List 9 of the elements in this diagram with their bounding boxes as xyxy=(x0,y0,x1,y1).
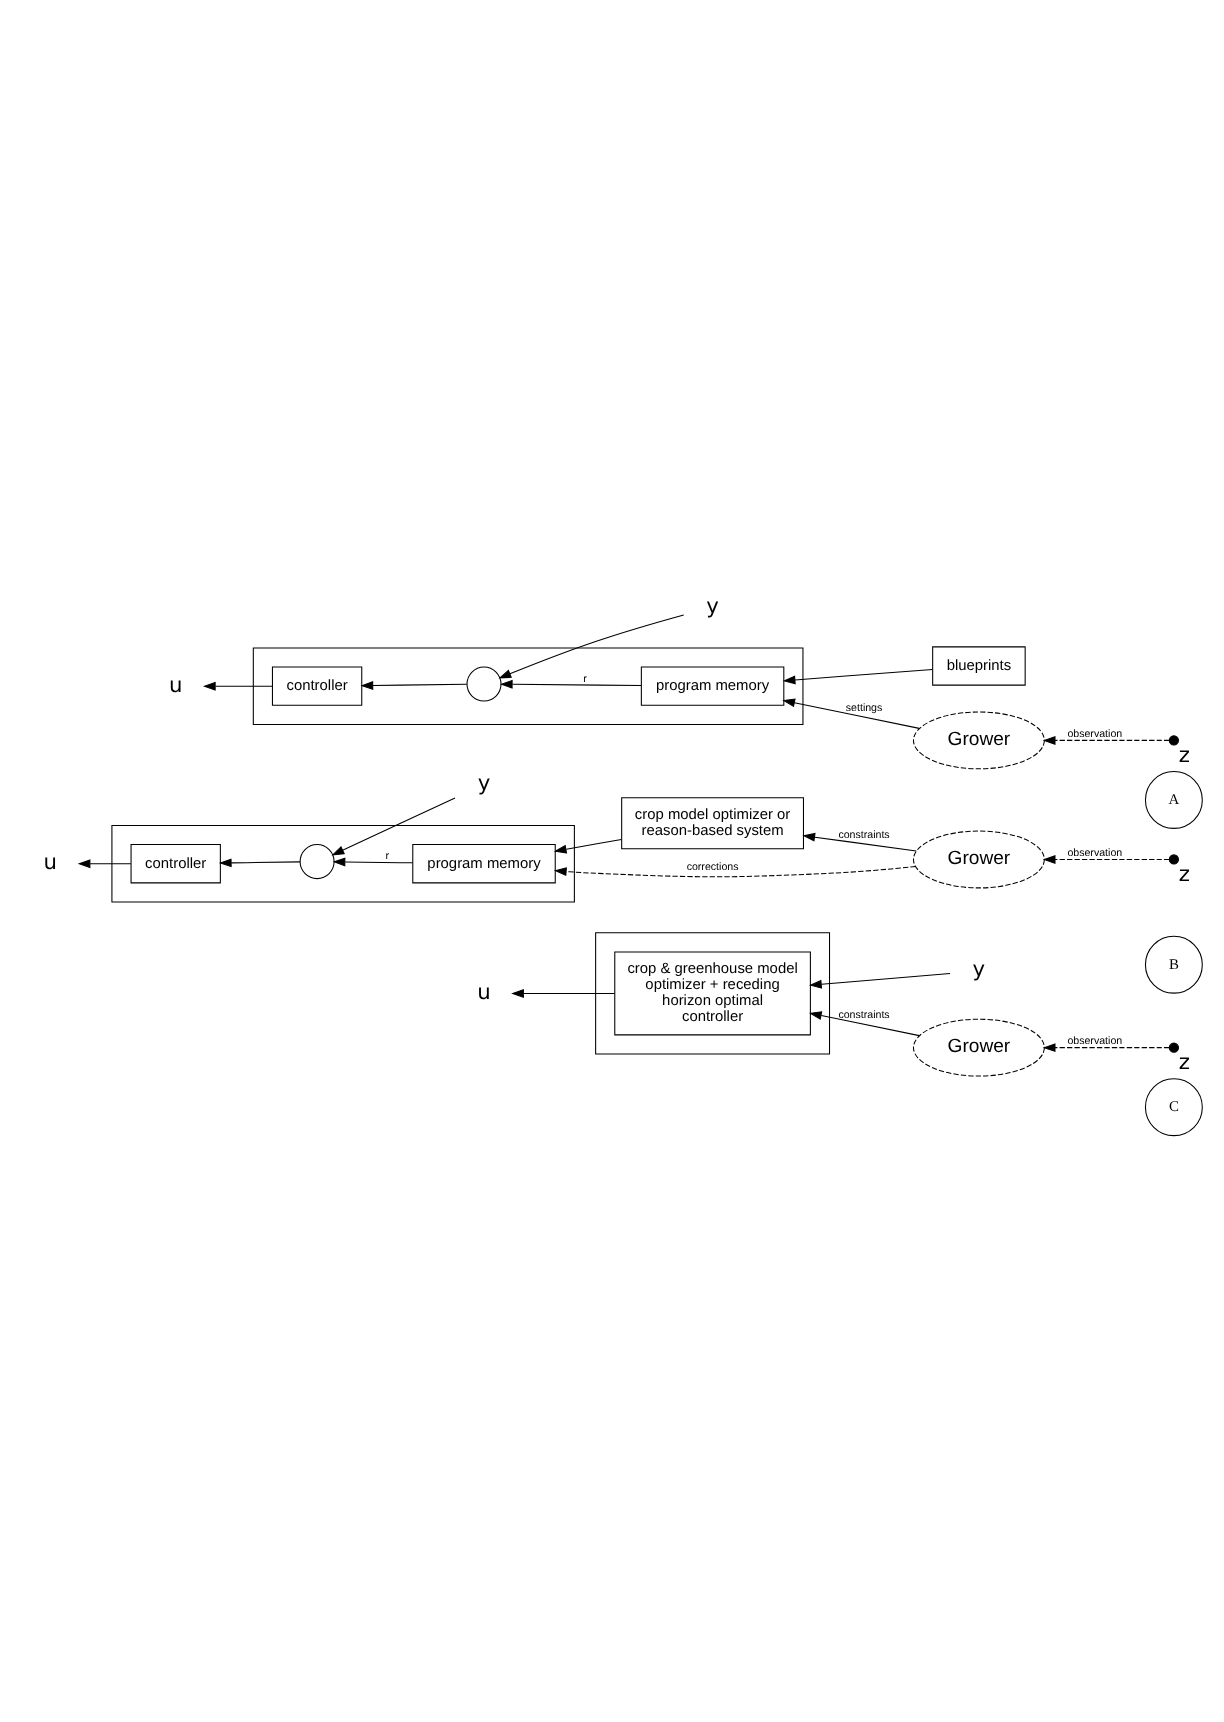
node-label: z xyxy=(1178,1049,1190,1076)
node-text: y xyxy=(972,956,986,983)
node-text: u xyxy=(477,978,491,1005)
node-text: u xyxy=(43,849,57,876)
node-text: u xyxy=(168,671,183,698)
node-label: z xyxy=(1178,861,1190,888)
node-text: y xyxy=(706,592,719,619)
node-text: y xyxy=(477,770,491,797)
node-label: z xyxy=(1178,742,1190,769)
